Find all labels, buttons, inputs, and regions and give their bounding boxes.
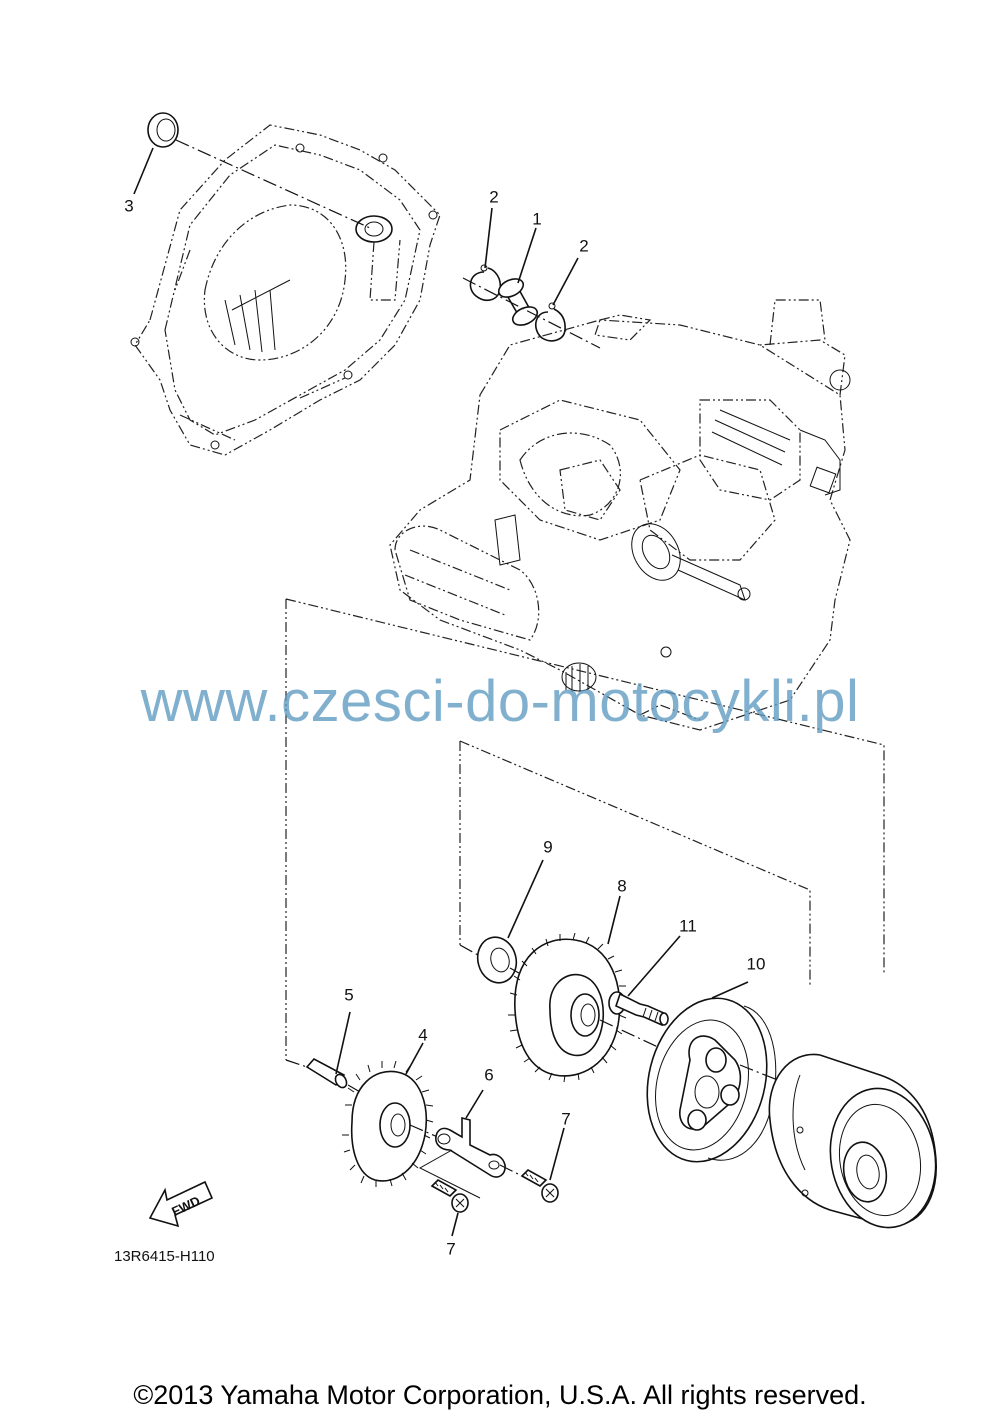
- washer-part-9: [459, 859, 544, 986]
- callout-2-right: 2: [579, 236, 589, 256]
- idle-gear-part-4: [342, 1042, 441, 1187]
- circlip-part-2-right: [462, 257, 601, 349]
- drawing-code: 13R6415-H110: [114, 1248, 215, 1265]
- callout-7-right: 7: [561, 1109, 571, 1129]
- circlip-part-2-left: [469, 207, 502, 302]
- starter-wheel-gear-part-8: [508, 895, 661, 1083]
- rotor-flywheel: [768, 1053, 937, 1229]
- callout-5: 5: [344, 985, 354, 1005]
- assembly-frame-outer: [285, 598, 885, 1060]
- bolt-part-11: [608, 935, 681, 1027]
- screw-part-7-right: [520, 1127, 565, 1203]
- callout-11: 11: [679, 916, 697, 936]
- forward-direction-arrow: FWD: [148, 1180, 214, 1228]
- callout-2-left: 2: [489, 187, 499, 207]
- callout-6: 6: [484, 1065, 494, 1085]
- callout-10: 10: [746, 954, 766, 974]
- callout-1: 1: [532, 209, 542, 229]
- starter-clutch-part-10: [646, 981, 791, 1163]
- callout-3: 3: [124, 196, 134, 216]
- crankcase-cover-outline: [130, 124, 441, 456]
- dowel-pin-part-5: [285, 1011, 401, 1116]
- callout-8: 8: [617, 876, 627, 896]
- oil-seal-part-3: [133, 112, 371, 229]
- callout-7-left: 7: [446, 1239, 456, 1259]
- callout-4: 4: [418, 1025, 428, 1045]
- copyright-notice: ©2013 Yamaha Motor Corporation, U.S.A. A…: [133, 1380, 867, 1410]
- callout-9: 9: [543, 837, 553, 857]
- plate-part-6: [418, 1089, 523, 1199]
- watermark-url: www.czesci-do-motocykli.pl: [140, 669, 860, 734]
- assembly-frame-inner: [459, 740, 811, 985]
- bush-part-1: [497, 227, 539, 326]
- crankcase-engine-outline: [389, 299, 851, 731]
- screw-part-7-left: [430, 1179, 469, 1237]
